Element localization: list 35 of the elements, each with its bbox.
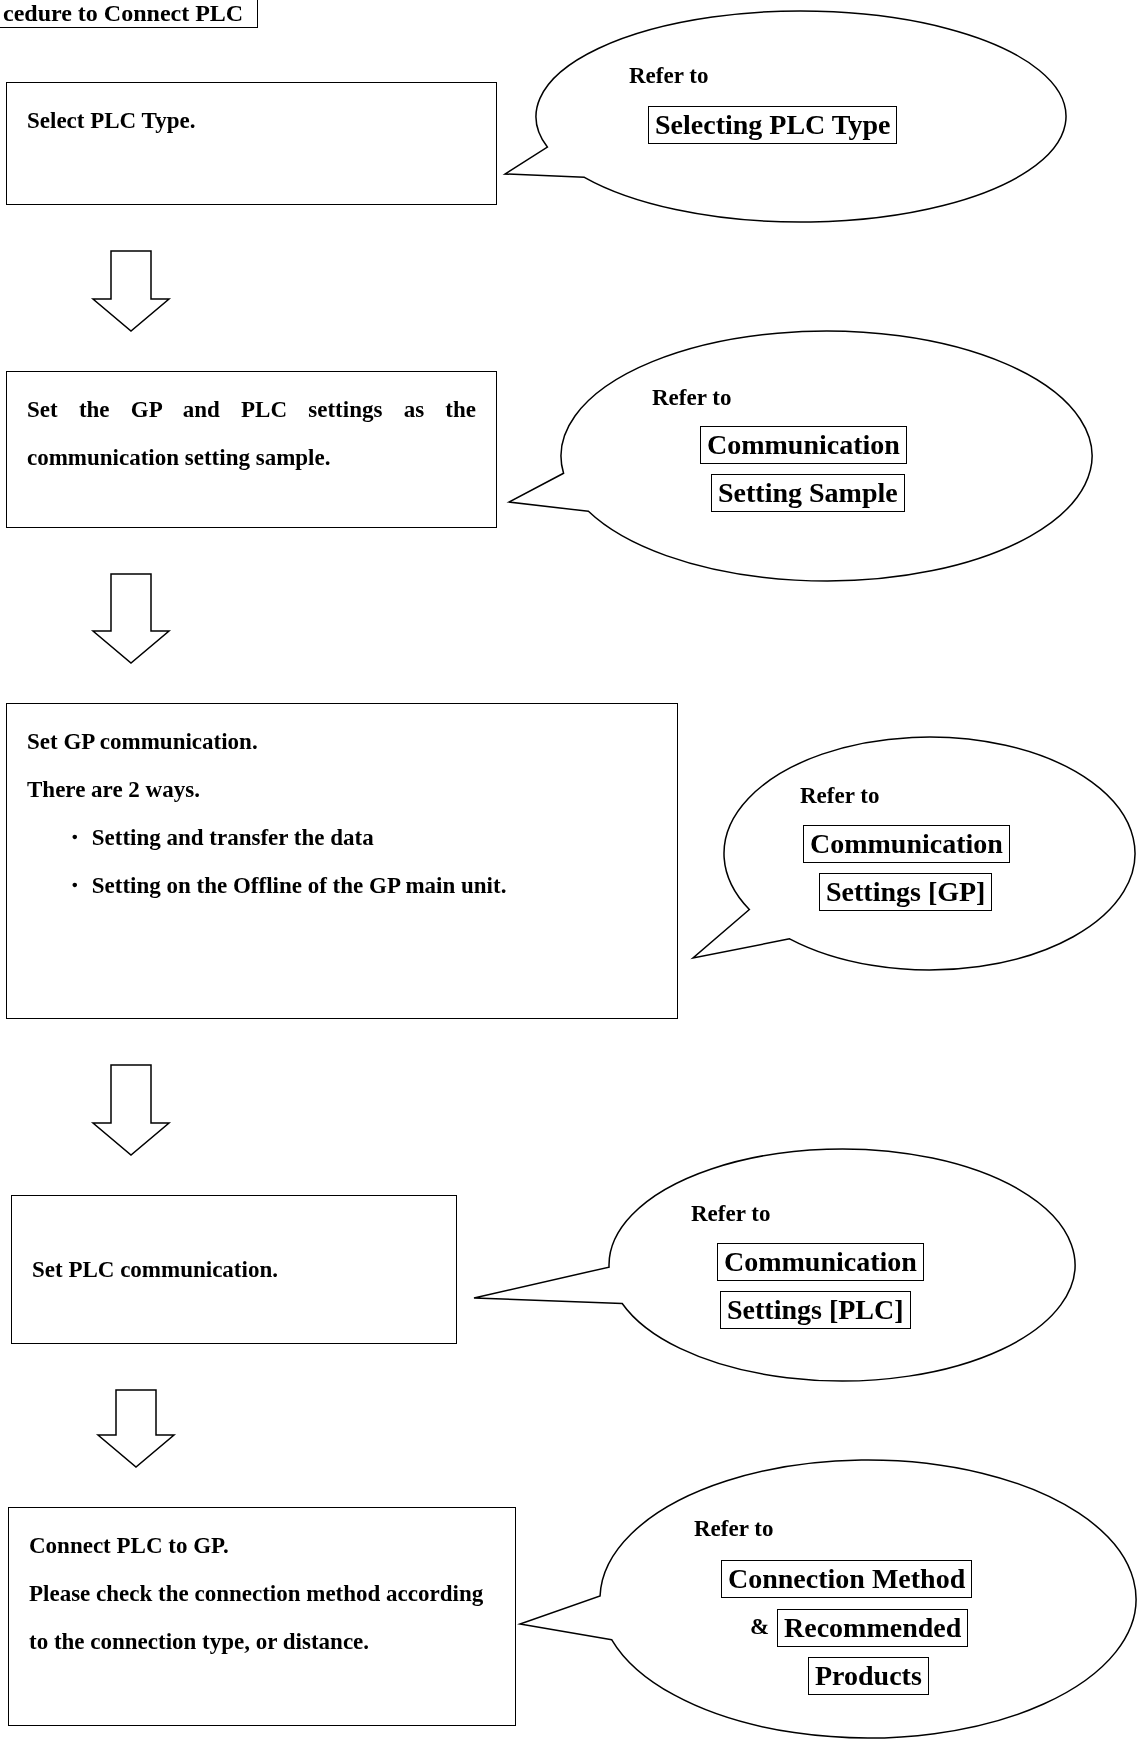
process-box [6,371,497,528]
process-box [8,1507,516,1726]
callout-text: Refer to [691,1201,771,1227]
reference-link: Settings [PLC] [720,1291,911,1329]
step-text: Set the GP and PLC settings as the communication setting sample. [27,396,476,472]
step-text: Set PLC communication. [32,1255,279,1284]
callout-text: Refer to [652,385,732,411]
reference-link: Recommended [777,1609,969,1647]
reference-link: Communication [700,426,907,464]
reference-link: Products [808,1657,929,1695]
hollow-arrow [90,250,172,332]
step-text: Select PLC Type. [27,107,197,135]
reference-link: Setting Sample [711,474,905,512]
hollow-arrow [95,1389,177,1468]
process-box [11,1195,457,1344]
reference-link: Connection Method [721,1560,973,1598]
title: cedure to Connect PLC [0,0,259,28]
hollow-arrow [90,1064,172,1156]
step-text: ・ Setting and transfer the data [62,824,375,852]
step-text: There are 2 ways. [27,776,201,804]
reference-link: Settings [GP] [819,873,993,911]
process-box [6,703,678,1019]
reference-link: Communication [803,825,1010,863]
step-text: Set GP communication. [27,728,259,756]
reference-link: Communication [717,1243,924,1281]
reference-link: Selecting PLC Type [648,106,898,144]
callout-text: & [750,1614,770,1640]
callout-text: Refer to [800,783,880,809]
callout-text: Refer to [694,1516,774,1542]
hollow-arrow [90,573,172,664]
callout-text: Refer to [629,63,709,89]
step-text: ・ Setting on the Offline of the GP main unit. [62,872,508,900]
process-box [6,82,497,205]
step-text: Connect PLC to GP. [29,1532,230,1560]
step-text: Please check the connection method according to the connection type, or distance. [29,1580,485,1656]
